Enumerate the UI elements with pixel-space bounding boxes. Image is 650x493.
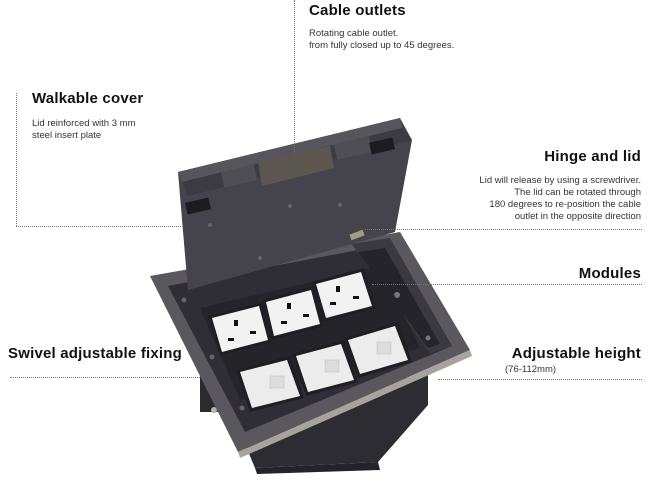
data-module-row [236,322,412,412]
hinge-and-lid-title: Hinge and lid [544,148,641,165]
leader-line-adjustable-height [438,379,642,380]
adjustable-height-range: (76-112mm) [505,364,557,375]
leader-line-walkable-cover-v [16,93,17,226]
data-module [236,356,304,412]
foam-strip [258,146,334,186]
power-socket [262,286,324,340]
power-socket-row [208,268,376,356]
leader-line-walkable-cover-h [16,226,181,227]
leader-line-swivel [10,377,202,378]
power-socket [312,268,376,322]
modules-title: Modules [578,265,641,282]
cable-outlets-description: Rotating cable outlet. from fully closed… [309,28,455,51]
leader-line-modules [372,284,642,285]
data-module [344,322,412,378]
leader-line-cable-outlets [294,0,295,154]
swivel-fixing-title: Swivel adjustable fixing [8,345,183,362]
power-socket [208,302,272,356]
walkable-cover-title: Walkable cover [32,90,144,107]
leader-line-hinge [365,229,642,230]
data-module [292,340,358,396]
hinge-and-lid-description: Lid will release by using a screwdriver.… [479,175,641,222]
walkable-cover-description: Lid reinforced with 3 mm steel insert pl… [32,118,136,141]
adjustable-height-title: Adjustable height [511,345,641,362]
cable-outlets-title: Cable outlets [309,2,406,19]
